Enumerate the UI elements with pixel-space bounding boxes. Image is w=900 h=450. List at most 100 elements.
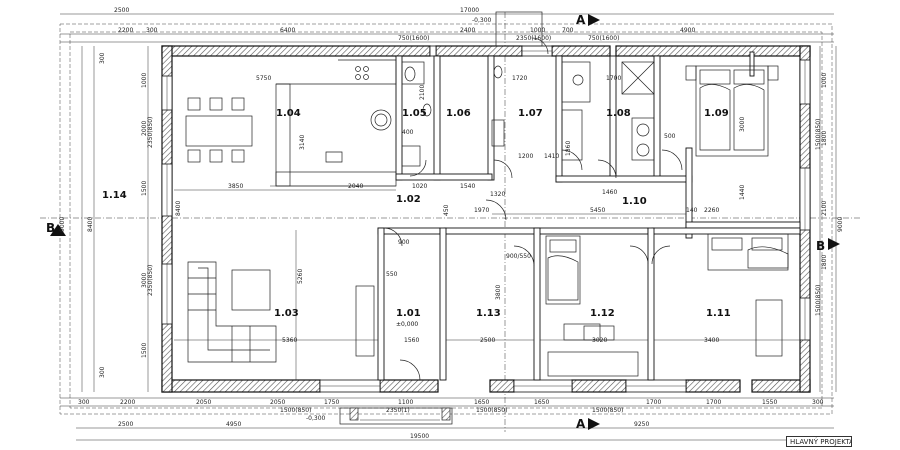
dim: 1500(850) <box>815 285 822 316</box>
room-label-1-05: 1.05 <box>402 108 427 119</box>
bed-1-12 <box>545 235 639 377</box>
dim: 1500(850) <box>280 407 311 414</box>
dim: 300 <box>812 399 824 406</box>
dim: 1410 <box>544 153 559 160</box>
dim: 1860 <box>565 141 572 156</box>
dim: 1700 <box>606 75 621 82</box>
dim: 700 <box>562 27 574 34</box>
dim: 900 <box>398 239 410 246</box>
dim: 9000 <box>837 217 844 232</box>
title-block-label: HLAVNÝ PROJEKTANT <box>786 436 852 447</box>
dim: 500 <box>664 133 676 140</box>
room-label-1-08: 1.08 <box>606 108 631 119</box>
dim: 3850 <box>228 183 243 190</box>
dim: 550 <box>386 271 398 278</box>
dim: 2350(1) <box>386 407 410 414</box>
floor-level: ±0,000 <box>396 321 418 328</box>
interior-walls <box>377 51 801 381</box>
dim: 1650 <box>474 399 489 406</box>
dim: 5260 <box>297 269 304 284</box>
level-bottom: -0,300 <box>306 415 326 422</box>
dim: 2500 <box>114 7 129 14</box>
door-swings <box>383 37 683 381</box>
dim: 750(1600) <box>588 35 619 42</box>
kitchen-counter <box>275 59 397 187</box>
bed-1-11 <box>707 233 789 357</box>
dim: 1000 <box>530 27 545 34</box>
dim: 1550 <box>762 399 777 406</box>
dim: 2400 <box>460 27 475 34</box>
dim: 1800 <box>821 255 828 270</box>
dim: 1100 <box>398 399 413 406</box>
dim: 9000 <box>59 217 66 232</box>
dim: 5360 <box>282 337 297 344</box>
dim: 1750 <box>324 399 339 406</box>
dim: 3000 <box>739 117 746 132</box>
dim: 300 <box>99 52 106 64</box>
dim: 1020 <box>412 183 427 190</box>
dim: 1320 <box>490 191 505 198</box>
dim: 3400 <box>704 337 719 344</box>
section-a-top: A <box>576 13 586 27</box>
dim: 17000 <box>460 7 479 14</box>
section-a-bottom: A <box>576 417 586 431</box>
corner-sofa <box>187 261 375 363</box>
dim: 750(1600) <box>398 35 429 42</box>
dim: 1000 <box>821 73 828 88</box>
dim: 6400 <box>280 27 295 34</box>
dining-table <box>185 97 253 163</box>
bed-1-09 <box>685 65 779 157</box>
dim: 2000 <box>141 121 148 136</box>
dim: 2100 <box>821 201 828 216</box>
dim: 450 <box>443 204 450 216</box>
dim: 3140 <box>299 135 306 150</box>
dim: 1700 <box>706 399 721 406</box>
dim: 2050 <box>270 399 285 406</box>
dim: 140 <box>686 207 698 214</box>
dim: 19500 <box>410 433 429 440</box>
dim: 4950 <box>226 421 241 428</box>
section-b-right: B <box>816 239 825 253</box>
dim: 8400 <box>175 201 182 216</box>
dim: 300 <box>99 366 106 378</box>
dim: 2100 <box>419 85 426 100</box>
dim: 1500 <box>141 343 148 358</box>
dim: 3020 <box>592 337 607 344</box>
dim: 3800 <box>495 285 502 300</box>
dim: 1500 <box>141 181 148 196</box>
dim: 2350(1600) <box>516 35 551 42</box>
dim: 1720 <box>512 75 527 82</box>
dim: 5450 <box>590 207 605 214</box>
dim: 1200 <box>518 153 533 160</box>
dim: 1800 <box>821 131 828 146</box>
dim: 2350(850) <box>147 117 154 148</box>
dimension-lines <box>60 13 837 441</box>
dim: 2050 <box>196 399 211 406</box>
dim: 1700 <box>646 399 661 406</box>
dim: 5750 <box>256 75 271 82</box>
dim: 1440 <box>739 185 746 200</box>
dim: 1500(850) <box>815 119 822 150</box>
room-label-1-03: 1.03 <box>274 308 299 319</box>
bathroom-fixtures <box>401 61 655 167</box>
room-label-1-06: 1.06 <box>446 108 471 119</box>
top-entry-box <box>495 11 543 47</box>
dim: 2350(850) <box>147 265 154 296</box>
room-label-1-11: 1.11 <box>706 308 731 319</box>
level-top: -0,300 <box>472 17 492 24</box>
section-b-left: B <box>46 221 55 235</box>
dim: 8400 <box>87 217 94 232</box>
dim: 400 <box>402 129 414 136</box>
dim: 1970 <box>474 207 489 214</box>
dim: 1540 <box>460 183 475 190</box>
room-label-1-01: 1.01 <box>396 308 421 319</box>
dim: 1500(850) <box>476 407 507 414</box>
room-label-1-07: 1.07 <box>518 108 543 119</box>
dim: 2200 <box>118 27 133 34</box>
room-label-1-10: 1.10 <box>622 196 647 207</box>
section-markers <box>50 14 840 430</box>
dim: 300 <box>146 27 158 34</box>
dim: 2500 <box>480 337 495 344</box>
room-label-1-04: 1.04 <box>276 108 301 119</box>
